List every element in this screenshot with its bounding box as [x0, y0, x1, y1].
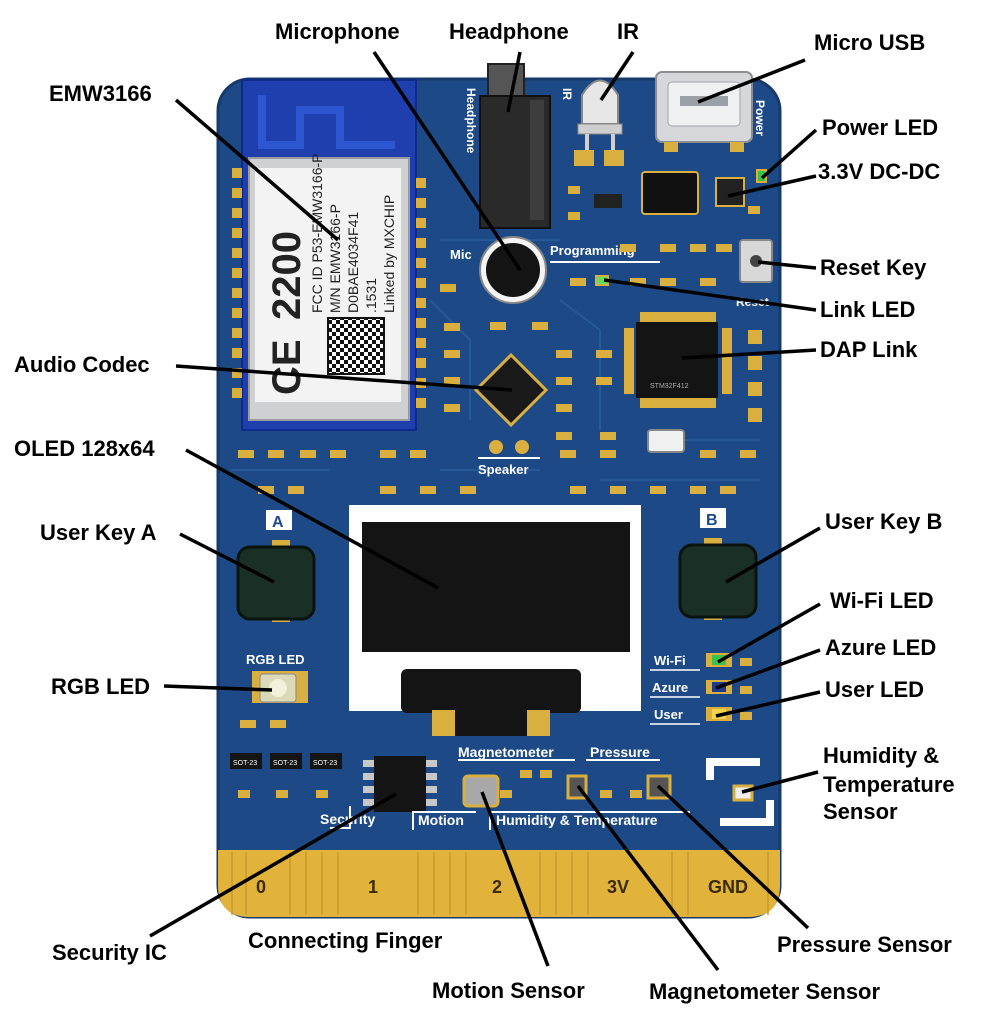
- wifi-silk: Wi-Fi: [654, 653, 686, 668]
- key-b-silk: B: [706, 512, 718, 529]
- label-emw3166: EMW3166: [49, 81, 152, 106]
- finger-2: 2: [492, 877, 502, 897]
- label-motion-sensor: Motion Sensor: [432, 978, 585, 1003]
- motion-sensor-chip: [462, 774, 500, 808]
- ir-silk: IR: [560, 88, 574, 100]
- label-humidity-temp-2: Temperature: [823, 772, 955, 797]
- label-audio-codec: Audio Codec: [14, 352, 150, 377]
- key-a-silk: A: [272, 514, 284, 531]
- ce-number: 2200: [265, 231, 309, 320]
- sot23-ir: [594, 194, 622, 208]
- lower-sensors: Magnetometer Pressure Motion Humidity & …: [412, 744, 774, 830]
- finger-1: 1: [368, 877, 378, 897]
- module-serial: D0BAE4034F41: [345, 212, 361, 313]
- sot23-label-3: SOT-23: [313, 760, 337, 767]
- smd-components: [238, 186, 762, 798]
- rgb-led-silk: RGB LED: [246, 652, 305, 667]
- humidity-temp-silk: Humidity & Temperature: [496, 812, 658, 828]
- leader-lines: [149, 51, 821, 972]
- status-leds: Wi-Fi Azure User: [650, 653, 732, 725]
- label-user-key-a: User Key A: [40, 520, 157, 545]
- finger-3v: 3V: [607, 877, 629, 897]
- sot23-label-2: SOT-23: [273, 760, 297, 767]
- label-magnetometer-sensor: Magnetometer Sensor: [649, 979, 880, 1004]
- callout-labels: Microphone Headphone IR Micro USB EMW316…: [14, 19, 955, 1004]
- headphone-silk: Headphone: [464, 88, 478, 154]
- module-model: M/N EMW3166-P: [327, 204, 343, 313]
- finger-gnd: GND: [708, 877, 748, 897]
- label-headphone: Headphone: [449, 19, 569, 44]
- ce-mark: CE: [265, 339, 309, 395]
- speaker-silk: Speaker: [478, 462, 529, 477]
- crystal: [647, 429, 685, 453]
- label-user-led: User LED: [825, 677, 924, 702]
- module-fcc-id: FCC ID P53-EMW3166-P: [309, 154, 325, 313]
- finger-0: 0: [256, 877, 266, 897]
- label-humidity-temp-1: Humidity &: [823, 743, 939, 768]
- label-link-led: Link LED: [820, 297, 915, 322]
- label-pressure-sensor: Pressure Sensor: [777, 932, 952, 957]
- azure-silk: Azure: [652, 680, 688, 695]
- speaker-pads: Speaker: [478, 440, 540, 477]
- label-humidity-temp-3: Sensor: [823, 799, 898, 824]
- dcdc-inductor: [641, 171, 699, 215]
- rgb-led: RGB LED: [246, 652, 308, 703]
- label-wifi-led: Wi-Fi LED: [830, 588, 934, 613]
- qr-code: [327, 317, 385, 375]
- user-key-a: A: [236, 510, 316, 622]
- emw3166-module: CE 2200 FCC ID P53-EMW3166-P M/N EMW3166…: [241, 79, 417, 431]
- module-maker: Linked by MXCHIP: [381, 195, 397, 313]
- label-micro-usb: Micro USB: [814, 30, 925, 55]
- programming-silk: Programming: [550, 243, 635, 258]
- label-azure-led: Azure LED: [825, 635, 936, 660]
- microphone: Mic: [450, 236, 547, 304]
- label-security-ic: Security IC: [52, 940, 167, 965]
- svg-text:STM32F412: STM32F412: [650, 383, 689, 390]
- label-microphone: Microphone: [275, 19, 400, 44]
- label-power-led: Power LED: [822, 115, 938, 140]
- label-ir: IR: [617, 19, 639, 44]
- label-dap-link: DAP Link: [820, 337, 918, 362]
- module-side-pads: [232, 168, 426, 408]
- pressure-silk: Pressure: [590, 744, 650, 760]
- motion-silk: Motion: [418, 812, 464, 828]
- user-key-b: B: [678, 508, 758, 620]
- magnetometer-silk: Magnetometer: [458, 744, 554, 760]
- mic-silk: Mic: [450, 247, 472, 262]
- dap-link-chip: STM32F412: [624, 312, 732, 408]
- security-silk: Security: [320, 811, 375, 827]
- label-user-key-b: User Key B: [825, 509, 942, 534]
- module-date: .1531: [363, 278, 379, 313]
- ir-led: IR: [560, 79, 624, 166]
- micro-usb-connector: Power: [655, 71, 767, 152]
- label-dcdc: 3.3V DC-DC: [818, 159, 940, 184]
- sot23-label-1: SOT-23: [233, 760, 257, 767]
- label-reset-key: Reset Key: [820, 255, 927, 280]
- edge-connector: 0 1 2 3V GND: [218, 850, 780, 917]
- user-silk: User: [654, 707, 683, 722]
- power-silk: Power: [753, 100, 767, 136]
- oled-display: [349, 505, 641, 736]
- label-oled: OLED 128x64: [14, 436, 155, 461]
- label-connecting-finger: Connecting Finger: [248, 928, 443, 953]
- label-rgb-led: RGB LED: [51, 674, 150, 699]
- sot23-chips: SOT-23 SOT-23 SOT-23: [230, 753, 342, 769]
- headphone-jack: Headphone: [464, 63, 551, 229]
